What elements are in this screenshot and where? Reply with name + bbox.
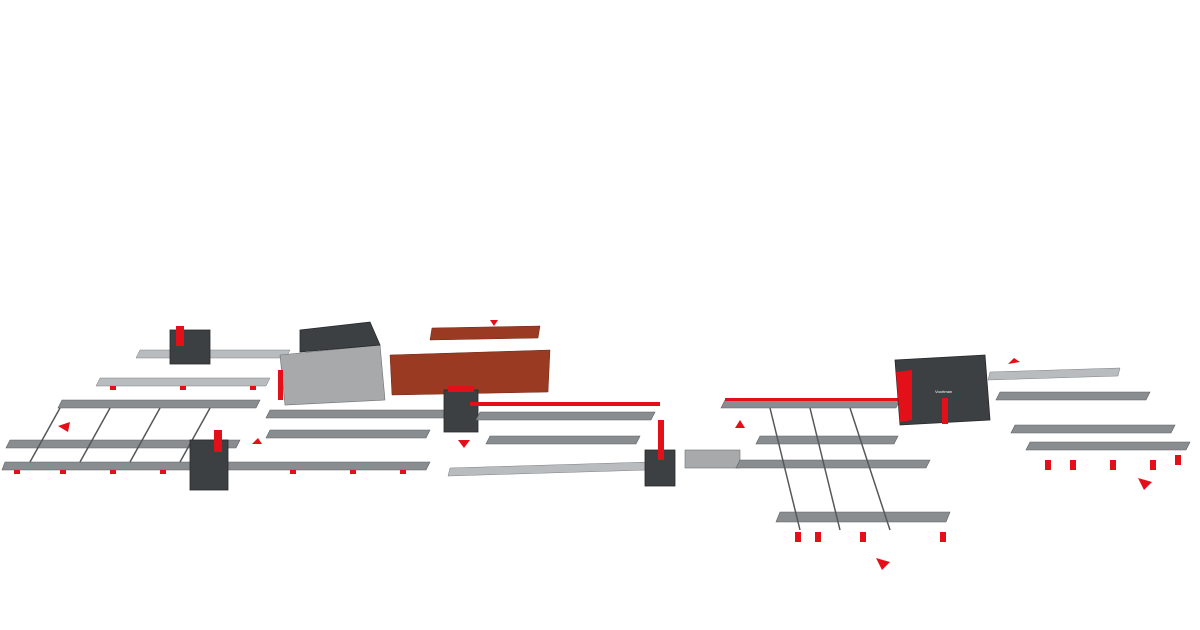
conveyor bbox=[1010, 424, 1176, 434]
conveyor bbox=[57, 399, 261, 409]
central-machine-group bbox=[265, 321, 551, 439]
conveyor bbox=[475, 411, 656, 421]
beam-line-machine bbox=[279, 344, 386, 406]
blasting-machine bbox=[684, 449, 741, 469]
right-middle-conveyor-group bbox=[720, 398, 951, 542]
flow-arrows bbox=[58, 320, 1152, 570]
arrow-icon bbox=[490, 320, 498, 326]
conveyor bbox=[447, 461, 651, 477]
conveyor bbox=[485, 435, 641, 445]
conveyor bbox=[735, 459, 931, 469]
conveyor bbox=[5, 439, 241, 449]
conveyor bbox=[1025, 441, 1191, 451]
enclosed-machine-group: Voortman bbox=[894, 354, 1191, 470]
red-supports bbox=[14, 386, 406, 474]
left-conveyor-group bbox=[1, 326, 431, 491]
middle-conveyor-group bbox=[447, 402, 741, 487]
storage-rack bbox=[389, 349, 551, 396]
conveyor bbox=[987, 367, 1121, 381]
marking-machine bbox=[443, 389, 479, 433]
conveyor bbox=[265, 429, 431, 439]
sawing-machine bbox=[189, 439, 229, 491]
conveyor bbox=[775, 511, 951, 523]
brand-logo: Voortman bbox=[935, 389, 952, 394]
arrow-icon bbox=[1138, 478, 1152, 490]
conveyor bbox=[265, 409, 461, 419]
conveyor bbox=[755, 435, 899, 445]
machine-red-panel bbox=[214, 430, 222, 452]
cutting-machine-enclosure bbox=[894, 354, 991, 426]
arrow-icon bbox=[458, 440, 470, 448]
arrow-icon bbox=[1008, 358, 1020, 364]
cross-transfers bbox=[29, 407, 211, 463]
arrow-icon bbox=[58, 422, 70, 432]
storage-rack bbox=[429, 325, 541, 341]
conveyor bbox=[95, 377, 271, 387]
arrow-icon bbox=[735, 420, 745, 428]
conveyor bbox=[995, 391, 1151, 401]
arrow-icon bbox=[252, 438, 262, 444]
conveyor bbox=[135, 349, 291, 359]
arrow-icon bbox=[876, 558, 890, 570]
conveyor bbox=[720, 399, 901, 409]
